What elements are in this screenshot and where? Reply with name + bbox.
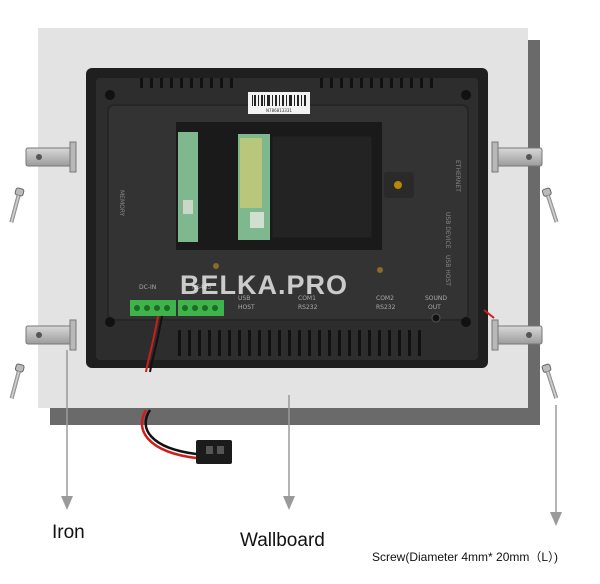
com1-label: COM1 [298,295,316,302]
usb-host-sub-label: HOST [238,304,255,311]
screw-label: Screw(Diameter 4mm* 20mm（L）) [372,550,559,564]
barcode-sticker: N786813331 [248,92,310,114]
red-wire-tip [483,309,495,319]
corner-hole-icon [461,317,471,327]
pcb-chip [183,200,193,214]
lcd-cover [271,135,373,239]
com1-sub-label: RS232 [298,304,318,311]
screw-icon [541,363,559,399]
power-connector-icon [196,440,232,464]
usb-host-side-label: USB HOST [444,255,451,286]
pcb-strip [178,132,198,242]
power-cable-red [140,409,197,460]
screw-icon [541,187,559,223]
power-wire-black [149,315,163,373]
left-side-label: MEMORY [118,190,125,217]
sound-out-jack-icon [431,313,441,323]
watermark: BELKA.PRO [180,270,349,300]
iron-bracket-bottom-left [25,319,77,351]
power-wire-red [145,315,159,373]
iron-bracket-top-right [491,141,543,173]
power-cable-black [144,409,197,456]
sound-sub-label: OUT [428,304,441,311]
iron-bracket-bottom-right [491,319,543,351]
corner-hole-icon [105,317,115,327]
sound-label: SOUND [425,295,447,302]
wallboard-label: Wallboard [240,530,325,551]
iron-label: Iron [52,522,85,543]
brass-insert-icon [377,267,383,273]
brass-insert-icon [394,181,402,189]
bottom-vents [178,330,421,356]
screw-icon [9,363,25,399]
arrow-to-wallboard [283,395,295,510]
rs485-label: RS485 [192,284,212,291]
com2-label: COM2 [376,295,394,302]
terminal-block-rs485 [178,300,224,316]
corner-hole-icon [461,90,471,100]
pcb-module-highlight [240,138,262,208]
arrow-to-screw [550,405,562,526]
iron-bracket-top-left [25,141,77,173]
usb-device-label: USB DEVICE [444,212,451,249]
barcode-text: N786813331 [266,108,292,113]
corner-hole-icon [105,90,115,100]
usb-host-label: USB [238,295,250,302]
ethernet-label: ETHERNET [454,160,461,192]
com2-sub-label: RS232 [376,304,396,311]
pcb-connector [250,212,264,228]
arrow-to-iron [61,350,73,510]
top-vents [140,78,433,88]
terminal-block-dc-in [130,300,176,316]
brass-insert-icon [213,263,219,269]
dc-in-label: DC-IN [139,284,156,291]
screw-icon [9,187,25,223]
